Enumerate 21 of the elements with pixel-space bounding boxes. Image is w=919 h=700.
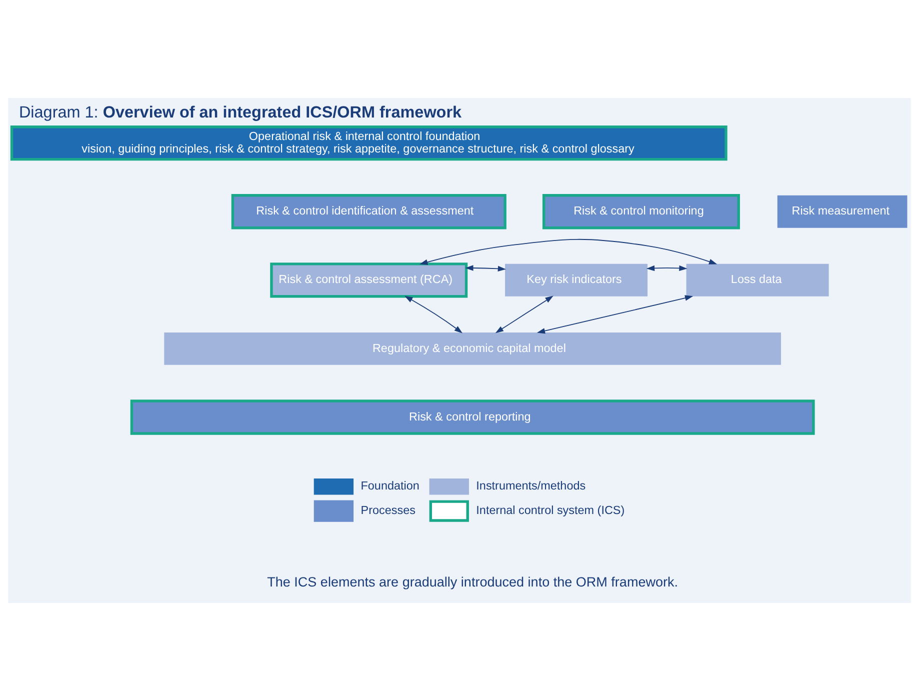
legend-label: Instruments/methods [476, 479, 586, 492]
arrow [495, 295, 554, 333]
node-box: Loss data [686, 263, 829, 296]
node-box: Risk measurement [777, 194, 908, 228]
legend-label: Internal control system (ICS) [476, 504, 625, 517]
node-box: Regulatory & economic capital model [164, 332, 781, 364]
legend-label: Foundation [360, 479, 420, 492]
legend-label: Processes [360, 504, 416, 517]
node-box: Risk & control identification & assessment [231, 194, 506, 229]
node-box: Risk & control assessment (RCA) [270, 262, 468, 298]
node-box: Operational risk & internal control foundation vision, guiding principles, risk & control strategy, risk appetite, governance structure, risk & control glossary [10, 125, 728, 160]
diagram-title: Diagram 1: Overview of an integrated ICS/ORM framework [18, 102, 462, 121]
node-box: Risk & control monitoring [542, 194, 740, 229]
arrow [465, 264, 506, 272]
caption: The ICS elements are gradually introduced into the ORM framework. [267, 574, 678, 589]
arrow [404, 295, 462, 333]
arrow [536, 294, 694, 334]
arrow [646, 264, 688, 271]
node-box: Risk & control reporting [130, 399, 815, 434]
arrow [420, 238, 718, 264]
node-box: Key risk indicators [505, 263, 648, 296]
